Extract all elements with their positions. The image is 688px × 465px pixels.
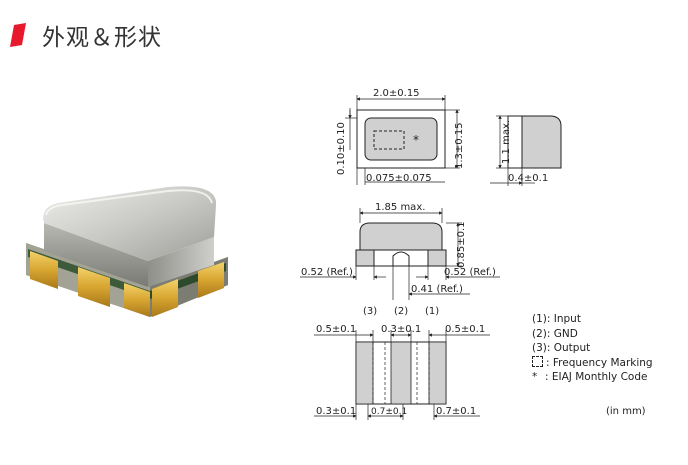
legend-gnd: (2): GND [532, 327, 578, 340]
front-center-ref: 0.41 (Ref.) [411, 284, 463, 295]
component-photo [26, 186, 228, 317]
bottom-top-center-dim: 0.3±0.1 [381, 324, 421, 335]
legend-marking: : Frequency Marking [546, 356, 653, 369]
legend-eiaj-row: * : EIAJ Monthly Code [532, 370, 653, 385]
legend-eiaj-star: * [532, 371, 538, 383]
pin-legend: (1): Input (2): GND (3): Output : Freque… [532, 312, 653, 385]
side-bottom-dim: 0.4±0.1 [508, 173, 548, 184]
top-left-dim: 0.10±0.10 [336, 122, 347, 175]
bottom-view: 0.5±0.1 0.3±0.1 0.5±0.1 0.3±0.1 0.7±0.1 … [314, 324, 490, 420]
legend-marking-row: : Frequency Marking [532, 355, 653, 371]
pin-label-1: (1) [425, 306, 439, 317]
side-height-dim: 1.1 max. [501, 120, 512, 164]
legend-output: (3): Output [532, 342, 591, 354]
bottom-bottom-right-dim: 0.7±0.1 [436, 406, 476, 417]
bottom-bottom-center-dim: 0.7±0.1 [371, 407, 407, 417]
red-accent-icon [10, 23, 26, 47]
pin-label-2: (2) [394, 306, 408, 317]
side-view: 1.1 max. 0.4±0.1 [490, 115, 562, 186]
front-top-dim: 1.85 max. [375, 202, 425, 213]
dimension-drawings: * 2.0±0.15 1.3±0.15 0.10±0.10 0.075±0.07… [300, 88, 562, 420]
top-view: * 2.0±0.15 1.3±0.15 0.10±0.10 0.075±0.07… [336, 88, 465, 185]
front-right-dim: 0.85±0.1 [456, 221, 467, 268]
top-height-dim: 1.3±0.15 [454, 122, 465, 169]
unit-label: (in mm) [606, 406, 646, 417]
top-bottom-dim: 0.075±0.075 [366, 173, 432, 184]
legend-eiaj: : EIAJ Monthly Code [545, 371, 648, 383]
legend-input: (1): Input [532, 313, 581, 325]
frequency-marking-box [373, 130, 405, 150]
page-title: 外观＆形状 [42, 25, 162, 51]
bottom-top-left-dim: 0.5±0.1 [316, 324, 356, 335]
front-left-ref: 0.52 (Ref.) [301, 267, 353, 278]
front-view: 1.85 max. 0.85±0.1 0.52 (Ref.) 0.52 (Ref… [300, 202, 500, 317]
dashed-box-icon [532, 355, 543, 367]
section-header: 外观＆形状 [0, 0, 688, 51]
front-right-ref: 0.52 (Ref.) [444, 267, 496, 278]
bottom-top-right-dim: 0.5±0.1 [445, 324, 485, 335]
pin-label-3: (3) [363, 306, 377, 317]
marking-star: * [413, 133, 419, 147]
bottom-bottom-left-dim: 0.3±0.1 [316, 406, 356, 417]
top-width-dim: 2.0±0.15 [373, 88, 420, 99]
